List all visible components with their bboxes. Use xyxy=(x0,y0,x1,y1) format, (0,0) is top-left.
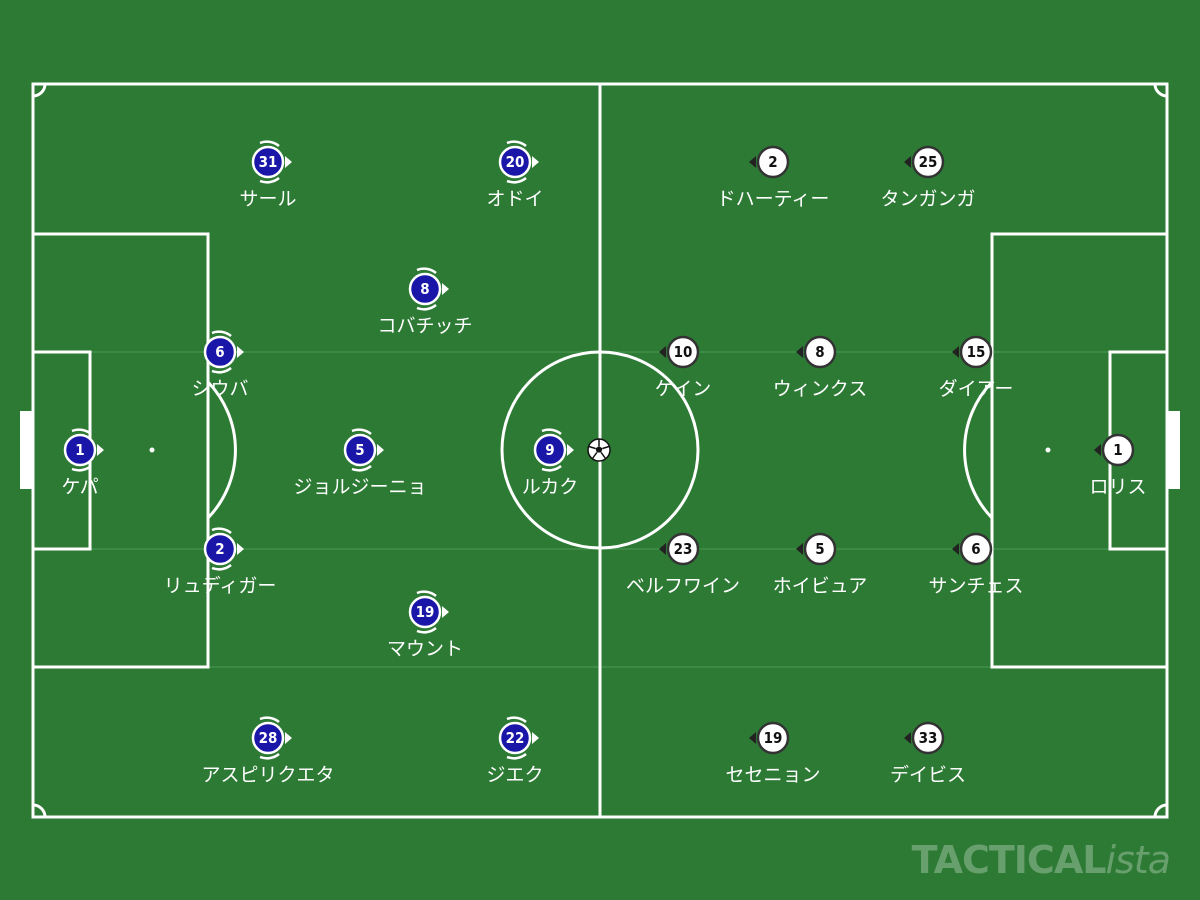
away-player-disc-icon xyxy=(952,532,993,566)
player-name: オドイ xyxy=(486,188,544,210)
player-name: ベルフワイン xyxy=(625,575,740,597)
player-name: ダイアー xyxy=(938,378,1014,400)
home-player-disc-icon xyxy=(251,140,292,184)
home-player-disc-icon xyxy=(203,527,244,571)
right-penalty-spot xyxy=(1045,447,1051,453)
player-number: 8 xyxy=(420,280,430,298)
home-player-disc-icon xyxy=(498,716,539,760)
player-name: アスピリクエタ xyxy=(201,764,335,786)
player-number: 1 xyxy=(75,441,85,459)
player-number: 6 xyxy=(215,343,225,361)
player-number: 19 xyxy=(415,603,435,621)
away-player-disc-icon xyxy=(659,335,700,369)
away-player-disc-icon xyxy=(749,145,790,179)
player-number: 25 xyxy=(918,153,938,171)
away-player-disc-icon xyxy=(749,721,790,755)
player-number: 22 xyxy=(505,729,525,747)
home-player-disc-icon xyxy=(343,428,384,472)
home-player-disc-icon xyxy=(251,716,292,760)
player-name: セセニョン xyxy=(725,764,821,786)
player-name: ロリス xyxy=(1089,476,1147,498)
player-number: 15 xyxy=(966,343,986,361)
home-player-disc-icon xyxy=(533,428,574,472)
away-player-disc-icon xyxy=(904,145,945,179)
home-player-disc-icon xyxy=(203,330,244,374)
player-name: サンチェス xyxy=(928,575,1024,597)
home-player-disc-icon xyxy=(63,428,104,472)
player-number: 33 xyxy=(918,729,938,747)
player-number: 2 xyxy=(215,540,225,558)
player-number: 19 xyxy=(763,729,783,747)
player-number: 5 xyxy=(355,441,365,459)
player-number: 2 xyxy=(768,153,778,171)
player-name: リュディガー xyxy=(163,575,277,597)
away-player-disc-icon xyxy=(904,721,945,755)
away-player-disc-icon xyxy=(952,335,993,369)
player-name: ケパ xyxy=(61,476,99,498)
ball-icon xyxy=(587,438,611,462)
player-name: コバチッチ xyxy=(377,315,473,337)
player-name: ドハーティー xyxy=(716,188,830,210)
player-number: 9 xyxy=(545,441,555,459)
player-name: マウント xyxy=(386,638,463,660)
away-player-disc-icon xyxy=(796,335,837,369)
player-name: ジョルジーニョ xyxy=(293,476,427,498)
player-name: サール xyxy=(239,188,297,210)
player-name: ケイン xyxy=(654,378,712,400)
away-player-disc-icon xyxy=(1094,433,1135,467)
away-player-disc-icon xyxy=(659,532,700,566)
player-name: ジエク xyxy=(486,764,544,786)
player-name: シウバ xyxy=(191,378,249,400)
right-goal xyxy=(1167,411,1180,489)
player-name: ホイビュア xyxy=(772,575,868,597)
away-player-disc-icon xyxy=(796,532,837,566)
player-name: ルカク xyxy=(521,476,579,498)
home-player-disc-icon xyxy=(408,590,449,634)
player-number: 6 xyxy=(971,540,981,558)
player-number: 20 xyxy=(505,153,525,171)
player-name: タンガンガ xyxy=(880,188,976,210)
player-name: デイビス xyxy=(889,764,966,786)
home-player-disc-icon xyxy=(408,267,449,311)
home-player-disc-icon xyxy=(498,140,539,184)
left-goal xyxy=(20,411,33,489)
watermark-suffix: ista xyxy=(1105,838,1171,882)
player-number: 28 xyxy=(258,729,278,747)
player-number: 8 xyxy=(815,343,825,361)
left-penalty-spot xyxy=(149,447,155,453)
player-number: 5 xyxy=(815,540,825,558)
player-number: 1 xyxy=(1113,441,1123,459)
player-number: 23 xyxy=(673,540,693,558)
player-number: 10 xyxy=(673,343,693,361)
watermark: TACTICALista xyxy=(911,838,1171,882)
player-number: 31 xyxy=(258,153,278,171)
player-name: ウィンクス xyxy=(772,378,868,400)
watermark-main: TACTICAL xyxy=(911,838,1107,882)
